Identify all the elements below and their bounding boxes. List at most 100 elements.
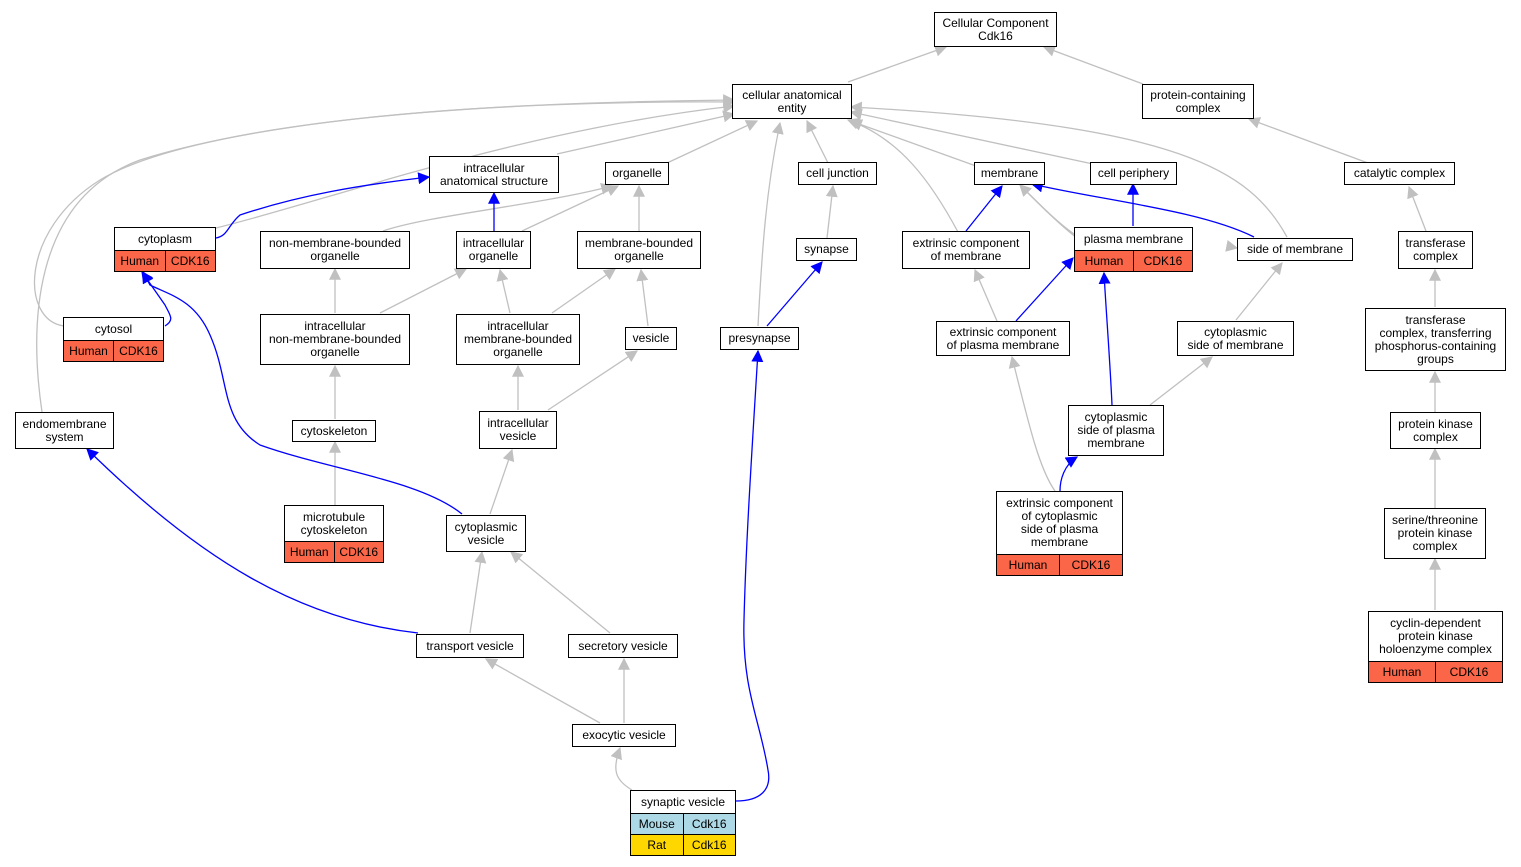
node-intracellular-organelle[interactable]: intracellular organelle [456, 231, 531, 269]
edge-extmem-cae [849, 119, 959, 233]
edge-extmem-membrane [965, 185, 1003, 232]
edge-nmbo-organelle [382, 182, 614, 232]
node-secretory-vesicle[interactable]: secretory vesicle [568, 634, 678, 658]
node-vesicle[interactable]: vesicle [625, 327, 677, 350]
node-cytoskeleton[interactable]: cytoskeleton [292, 420, 376, 442]
edge-endomem-cae [36, 94, 736, 413]
species-cell: Human [1369, 662, 1435, 682]
edge-secretoryves-cytvesicle [510, 551, 611, 634]
species-cell: Human [115, 251, 165, 271]
gene-cell: CDK16 [333, 542, 383, 562]
node-intracellular-membrane-bounded-organelle[interactable]: intracellular membrane-bounded organelle [456, 314, 580, 365]
node-membrane[interactable]: membrane [974, 162, 1045, 185]
node-cytoplasmic-side-of-membrane[interactable]: cytoplasmic side of membrane [1177, 321, 1294, 356]
edge-membrane-cae [846, 118, 977, 167]
edge-transferase-catalytic [1407, 185, 1427, 232]
edge-cspm-plasmamem [1098, 271, 1113, 406]
edge-cellperiphery-cae [849, 108, 1094, 165]
node-side-of-membrane[interactable]: side of membrane [1237, 238, 1353, 261]
edge-sideofmem-cae [849, 101, 1288, 238]
edge-transportves-cytvesicle [469, 550, 487, 634]
gene-cell: Cdk16 [682, 835, 735, 855]
node-membrane-bounded-organelle[interactable]: membrane-bounded organelle [577, 231, 701, 269]
edge-ecspm-extpm [1008, 355, 1056, 492]
node-extrinsic-component-of-plasma-membrane[interactable]: extrinsic component of plasma membrane [936, 321, 1070, 356]
edge-iorg-organelle [521, 185, 620, 232]
node-cytoplasmic-side-of-plasma-membrane[interactable]: cytoplasmic side of plasma membrane [1068, 405, 1164, 456]
node-intracellular-anatomical-structure[interactable]: intracellular anatomical structure [429, 156, 559, 193]
edge-exocytic-transportves [484, 658, 601, 724]
edge-synves-presynapse [735, 349, 770, 802]
node-cellular-anatomical-entity[interactable]: cellular anatomical entity [732, 84, 852, 119]
edge-sideofmem-membrane [1030, 180, 1255, 238]
node-serine-threonine-protein-kinase-complex[interactable]: serine/threonine protein kinase complex [1384, 508, 1486, 559]
edge-transportves-endomem [86, 448, 419, 634]
edge-cspm-cytsidemem [1149, 356, 1213, 406]
edge-ecspm-cspm [1059, 456, 1079, 492]
species-cell: Human [285, 542, 334, 562]
edge-extpm-extmem [973, 268, 998, 322]
edge-ivesicle-vesicle [547, 350, 639, 411]
species-cell: Human [1075, 251, 1133, 271]
edge-inmbo-iorg [379, 268, 468, 314]
edge-presynapse-cae [757, 121, 784, 327]
species-cell: Human [997, 555, 1059, 575]
edge-imbo-iorg [496, 268, 511, 314]
gene-cell: CDK16 [1435, 662, 1502, 682]
edge-ias-cae [556, 110, 736, 155]
edge-pcc-root [1042, 45, 1144, 85]
edge-cytosol-cytoplasm [141, 271, 172, 327]
edge-cae-root [847, 44, 948, 83]
edge-cytsidemem-sideofmem [1235, 262, 1283, 321]
node-cell-junction[interactable]: cell junction [798, 162, 877, 185]
gene-cell: Cdk16 [682, 814, 735, 834]
gene-cell: CDK16 [1059, 555, 1122, 575]
node-protein-kinase-complex[interactable]: protein kinase complex [1390, 412, 1481, 449]
node-non-membrane-bounded-organelle[interactable]: non-membrane-bounded organelle [260, 231, 410, 269]
edge-imbo-mbo [551, 268, 616, 314]
edge-cytvesicle-cytoplasm [142, 270, 463, 515]
node-cellular-component-cdk16[interactable]: Cellular Component Cdk16 [934, 12, 1057, 47]
node-transport-vesicle[interactable]: transport vesicle [416, 634, 524, 658]
node-synapse[interactable]: synapse [796, 238, 857, 261]
node-cell-periphery[interactable]: cell periphery [1090, 162, 1177, 185]
node-transferase-complex-phosphorus[interactable]: transferase complex, transferring phosph… [1365, 308, 1506, 371]
node-extrinsic-component-cytoplasmic-side-plasma-membrane[interactable]: extrinsic component of cytoplasmic side … [996, 491, 1123, 576]
node-extrinsic-component-of-membrane[interactable]: extrinsic component of membrane [902, 231, 1030, 269]
edge-organelle-cae [666, 120, 759, 164]
gene-cell: CDK16 [1133, 251, 1192, 271]
edge-sideofmem-membrane-isa [1019, 184, 1078, 237]
node-catalytic-complex[interactable]: catalytic complex [1344, 162, 1455, 185]
node-organelle[interactable]: organelle [605, 162, 669, 185]
species-cell: Mouse [631, 814, 683, 834]
edge-celljunction-cae [806, 119, 829, 164]
edge-vesicle-mbo [636, 268, 649, 327]
node-cyclin-dependent-protein-kinase-holoenzyme-complex[interactable]: cyclin-dependent protein kinase holoenzy… [1368, 611, 1503, 683]
node-presynapse[interactable]: presynapse [720, 327, 799, 350]
node-endomembrane-system[interactable]: endomembrane system [15, 412, 114, 449]
node-intracellular-vesicle[interactable]: intracellular vesicle [479, 411, 557, 449]
node-intracellular-non-membrane-bounded-organelle[interactable]: intracellular non-membrane-bounded organ… [260, 314, 410, 365]
edge-cytosol-cae [33, 95, 736, 327]
node-cytoplasmic-vesicle[interactable]: cytoplasmic vesicle [446, 515, 526, 552]
edge-extpm-plasmamem [1015, 257, 1074, 322]
edge-cytvesicle-ivesicle [489, 448, 515, 515]
species-cell: Human [64, 341, 113, 361]
node-protein-containing-complex[interactable]: protein-containing complex [1142, 84, 1254, 119]
node-transferase-complex[interactable]: transferase complex [1398, 231, 1473, 269]
node-exocytic-vesicle[interactable]: exocytic vesicle [572, 724, 676, 747]
